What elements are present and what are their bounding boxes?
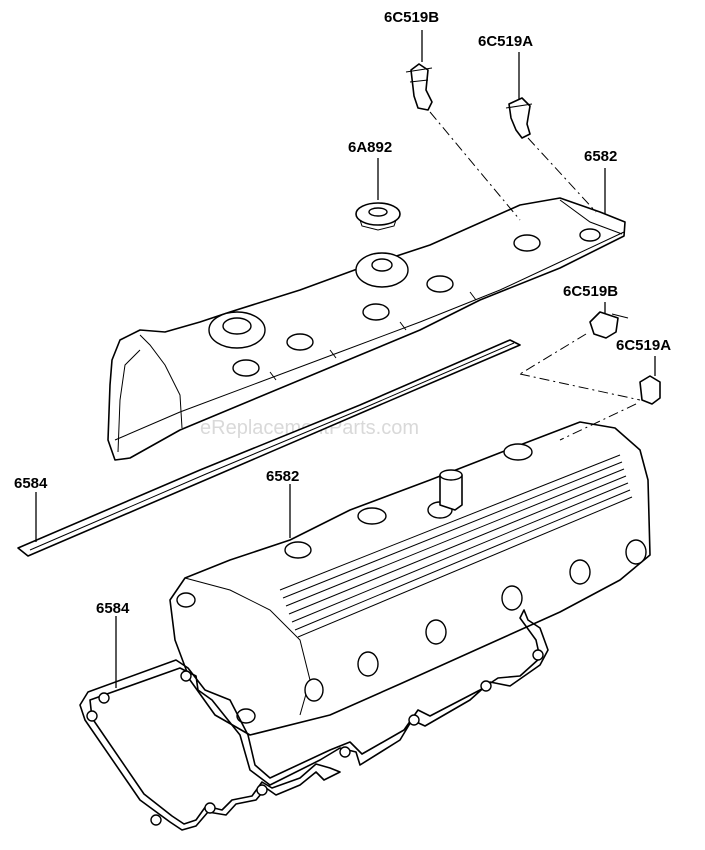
lower-sensor-a (639, 375, 661, 405)
lower-sensor-b (589, 311, 629, 339)
lower-valve-cover (169, 421, 651, 736)
upper-valve-cover (107, 197, 626, 461)
label-sensor-b-upper: 6C519B (384, 9, 439, 26)
label-cover-lower: 6582 (266, 468, 299, 485)
assembly-lines (429, 111, 641, 441)
upper-sensor-b (405, 63, 433, 111)
label-gasket-lower: 6584 (96, 600, 130, 617)
upper-gasket-strip (17, 339, 521, 557)
label-sensor-b-lower: 6C519B (563, 283, 618, 300)
label-cover-upper: 6582 (584, 148, 617, 165)
label-sensor-a-upper: 6C519A (478, 33, 533, 50)
grommet (355, 202, 401, 231)
lower-gasket-loop (79, 609, 549, 831)
leader-lines (35, 30, 656, 688)
upper-sensor-a (505, 97, 533, 139)
label-gasket-upper: 6584 (14, 475, 48, 492)
label-sensor-a-lower: 6C519A (616, 337, 671, 354)
label-grommet: 6A892 (348, 139, 392, 156)
